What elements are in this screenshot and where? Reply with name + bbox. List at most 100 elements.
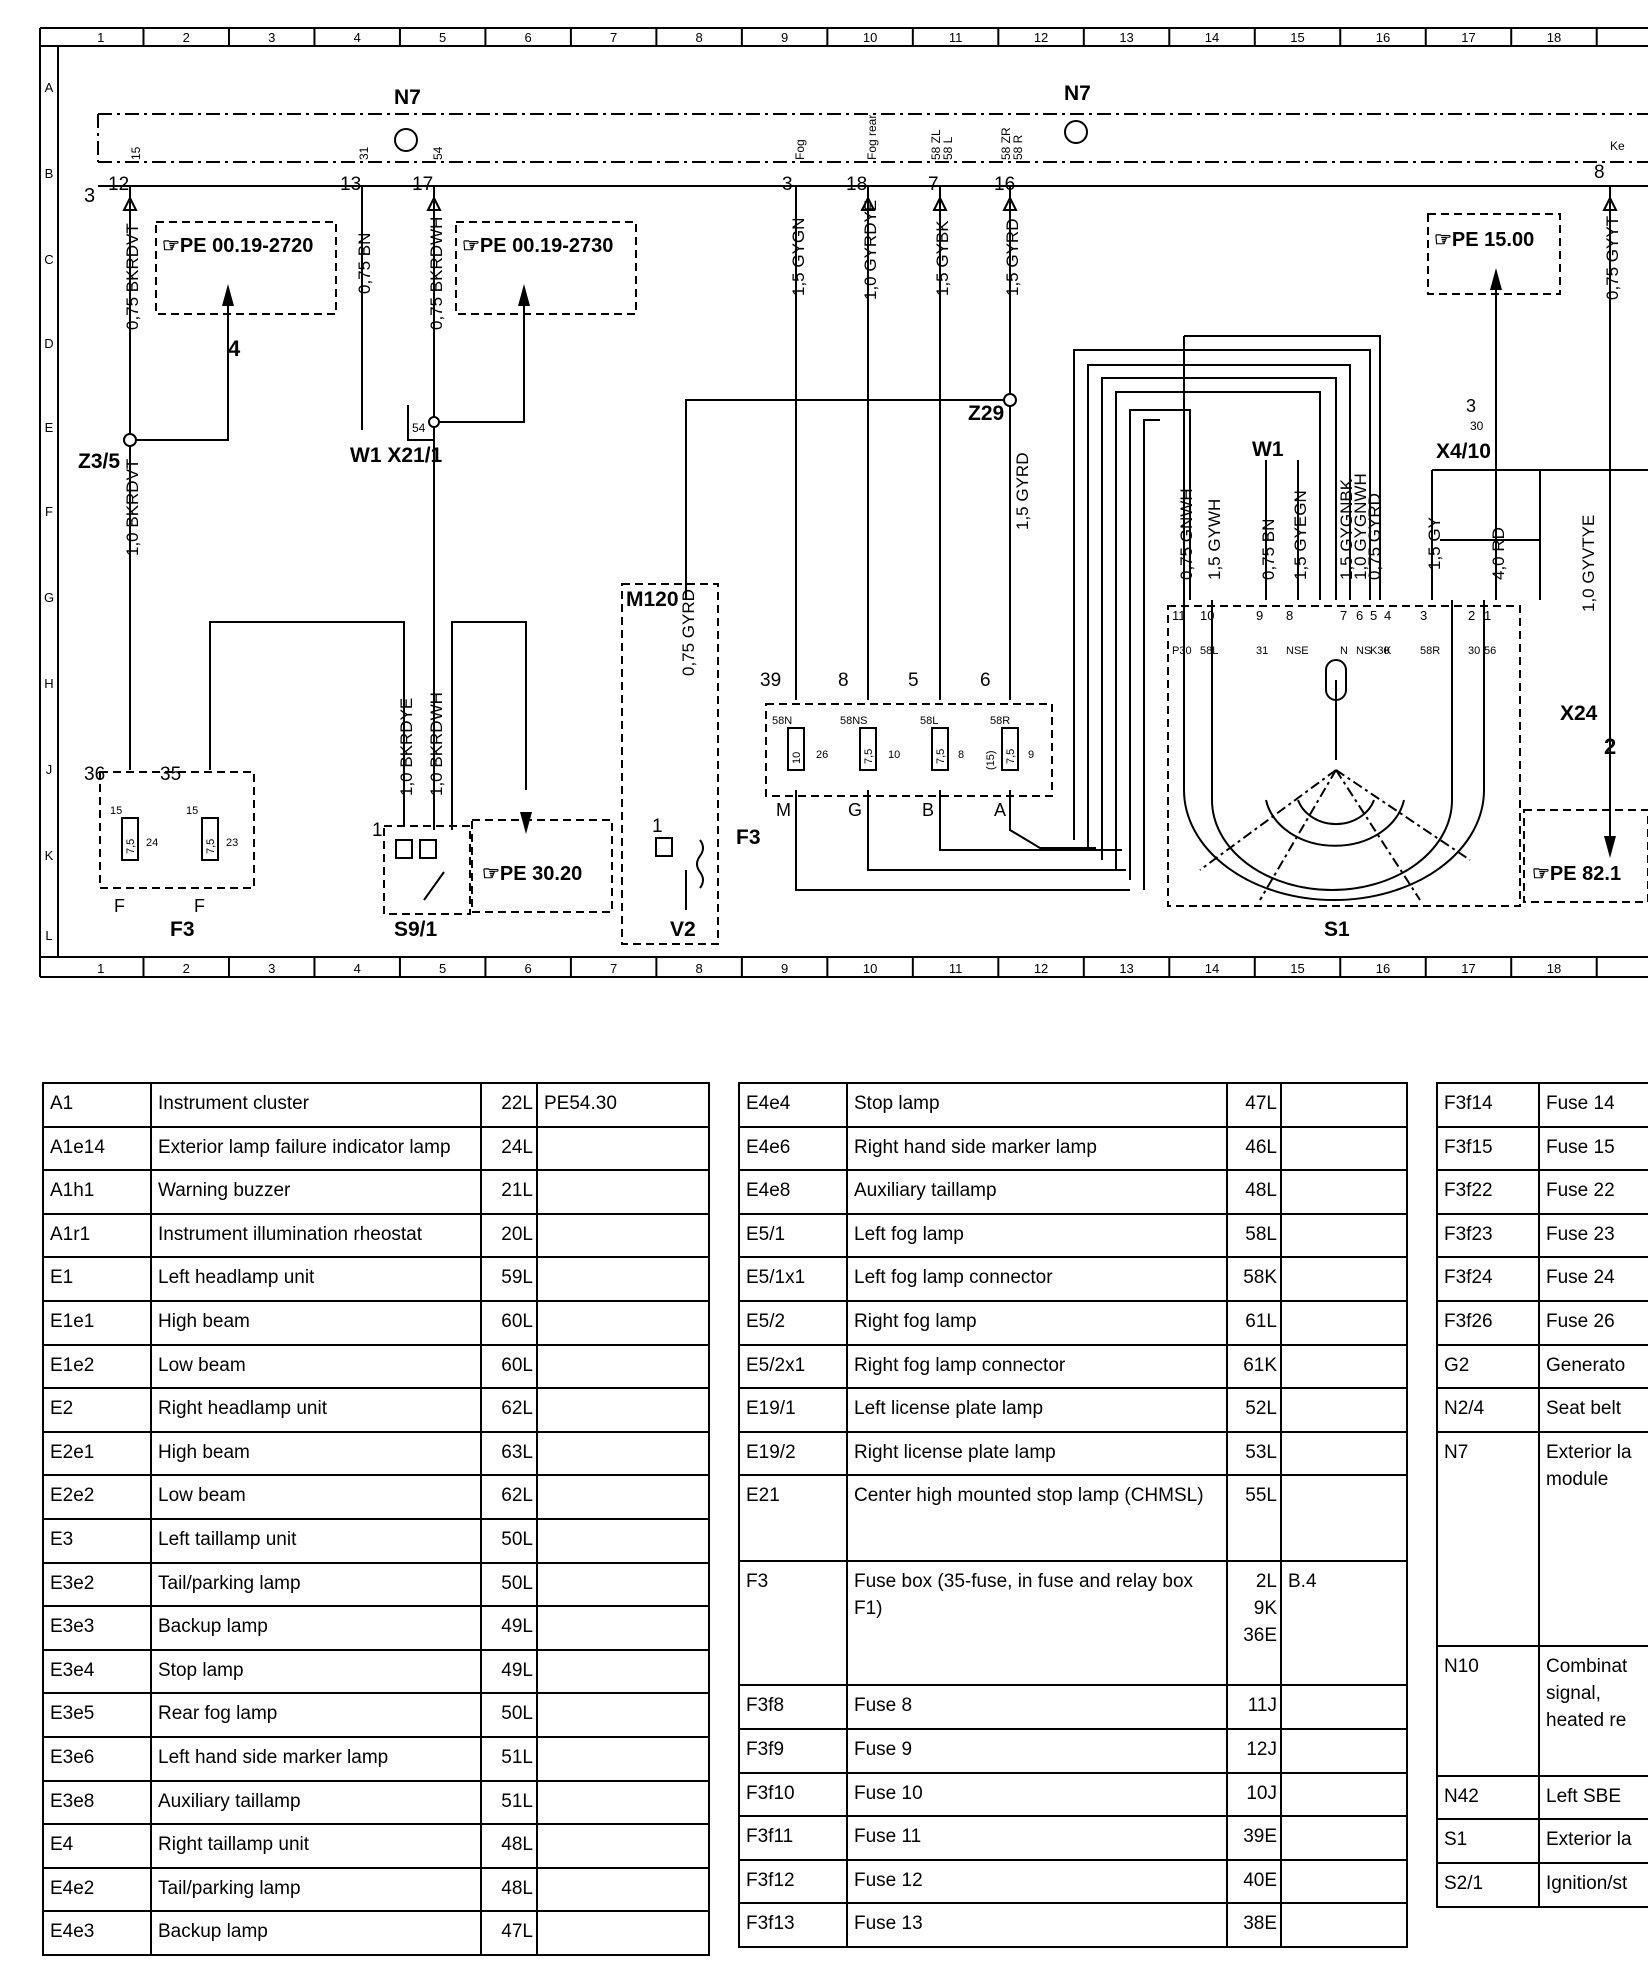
legend-mid-cell-code: E19/2	[738, 1430, 848, 1477]
grid-row-F: F	[45, 504, 53, 519]
svg-text:7,5: 7,5	[205, 839, 217, 854]
grid-col-bottom-13: 13	[1119, 961, 1133, 976]
svg-text:23: 23	[226, 837, 238, 849]
legend-right-cell-code: S1	[1436, 1818, 1540, 1864]
legend-mid-cell-ref	[1280, 1299, 1408, 1346]
legend-left-cell-loc: 62L	[480, 1387, 538, 1433]
legend-left-cell-ref	[536, 1343, 710, 1390]
legend-left-cell-code: E4	[42, 1823, 152, 1869]
legend-left-cell-loc: 20L	[480, 1212, 538, 1259]
s1-pin-6: 6	[1356, 608, 1363, 623]
wire-labels: 0,75 BKRDVT 0,75 BN 0,75 BKRDWH 1,5 GYGN…	[123, 200, 1622, 796]
ref-pe-821: ☞PE 82.1	[1532, 863, 1621, 885]
w1-x21-1-label: W1 X21/1	[350, 444, 443, 467]
svg-text:10: 10	[888, 749, 900, 761]
n7-module-box	[97, 113, 1648, 163]
legend-mid-cell-loc: 11J	[1226, 1684, 1282, 1730]
legend-left-cell-desc: High beam	[150, 1299, 482, 1346]
f3-mid-label: F3	[736, 826, 761, 849]
grid-col-10: 10	[863, 30, 877, 45]
legend-left-cell-ref	[536, 1648, 710, 1695]
grid-row-C: C	[44, 252, 53, 267]
grid-col-bottom-14: 14	[1205, 961, 1219, 976]
s1-pin-9: 9	[1256, 608, 1263, 623]
grid-col-6: 6	[525, 30, 532, 45]
legend-mid-cell-ref	[1280, 1430, 1408, 1477]
svg-text:F: F	[194, 896, 205, 916]
s1-term-31: 31	[1256, 645, 1268, 657]
legend-right-cell-desc: Fuse 24	[1538, 1256, 1648, 1302]
s1-pin-5: 5	[1370, 608, 1377, 623]
legend-mid-cell-desc: Fuse 10	[846, 1771, 1228, 1818]
svg-text:1,0 BKRDYE: 1,0 BKRDYE	[397, 698, 416, 796]
legend-left-cell-code: A1	[42, 1082, 152, 1128]
svg-text:58 ZR: 58 ZR	[999, 127, 1013, 160]
legend-right-cell-code: F3f26	[1436, 1299, 1540, 1346]
legend-left-cell-ref	[536, 1299, 710, 1346]
svg-text:7,5: 7,5	[863, 749, 875, 764]
legend-left-cell-desc: Left hand side marker lamp	[150, 1735, 482, 1782]
n7-terminals: 15 31 54 Fog Fog rear 58 ZL 58 L 58 ZR 5…	[129, 115, 1625, 160]
legend-right-cell-desc: Fuse 23	[1538, 1212, 1648, 1259]
grid-row-D: D	[44, 336, 53, 351]
grid-col-bottom-7: 7	[610, 961, 617, 976]
legend-left-cell-ref	[536, 1692, 710, 1738]
s1-pin-10: 10	[1200, 608, 1214, 623]
grid-col-bottom-12: 12	[1034, 961, 1048, 976]
svg-text:8: 8	[1594, 162, 1605, 183]
legend-mid-cell-code: E4e8	[738, 1169, 848, 1215]
svg-text:9: 9	[1028, 749, 1034, 761]
legend-left-cell-loc: 50L	[480, 1517, 538, 1564]
arrow-heads-filled	[222, 268, 1616, 858]
grid-row-G: G	[44, 590, 54, 605]
s1-term-N: N	[1340, 645, 1348, 657]
legend-mid-cell-code: E19/1	[738, 1387, 848, 1433]
grid-row-L: L	[45, 928, 52, 943]
grid-col-bottom-1: 1	[97, 961, 104, 976]
svg-text:0,75 BN: 0,75 BN	[1259, 519, 1278, 580]
s1-pin-8: 8	[1286, 608, 1293, 623]
s1-term-30: 30	[1468, 645, 1480, 657]
s1-term-58L: 58L	[1200, 645, 1218, 657]
s1-term-K: K	[1384, 645, 1392, 657]
x4-10-label: X4/10	[1436, 440, 1491, 463]
s1-dash-rays	[1199, 769, 1471, 901]
svg-text:1,0 GYRDYE: 1,0 GYRDYE	[861, 200, 880, 300]
legend-left-cell-ref	[536, 1517, 710, 1564]
wire-lines	[129, 186, 1648, 891]
grid-col-4: 4	[354, 30, 361, 45]
s1-switch-arcs	[1183, 600, 1485, 901]
splice-nodes	[123, 393, 1017, 447]
legend-mid-cell-loc: 40E	[1226, 1858, 1282, 1905]
legend-mid-cell-loc: 39E	[1226, 1815, 1282, 1861]
legend-right-cell-desc: Combinat signal, heated re	[1538, 1644, 1648, 1777]
svg-text:1,5 GYBK: 1,5 GYBK	[933, 220, 952, 296]
grid-row-K: K	[45, 848, 54, 863]
s1-term-P30: P30	[1172, 645, 1192, 657]
n7-label-left: N7	[394, 86, 421, 109]
legend-mid-cell-desc: Fuse 8	[846, 1684, 1228, 1730]
grid-row-H: H	[44, 676, 53, 691]
grid-col-bottom-3: 3	[268, 961, 275, 976]
legend-mid-cell-code: F3f12	[738, 1858, 848, 1905]
